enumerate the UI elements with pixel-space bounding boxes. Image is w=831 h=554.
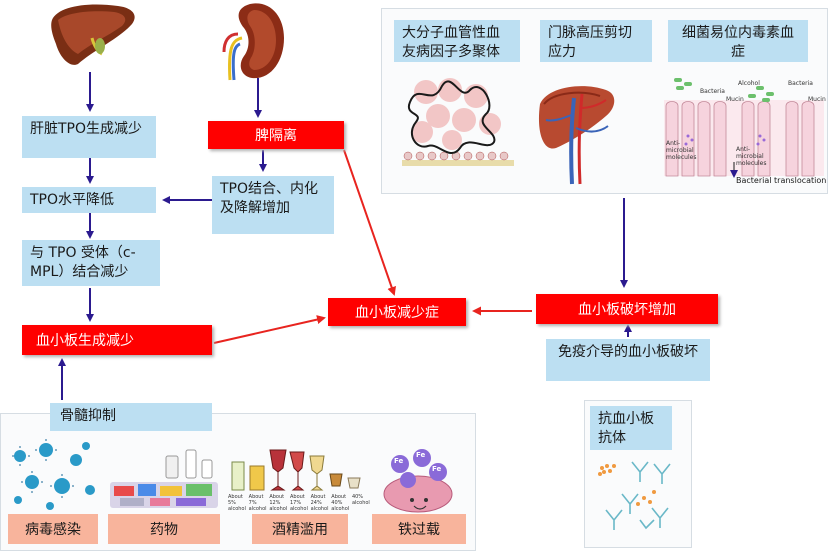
gut-label-mucin-right: Mucin bbox=[808, 96, 826, 103]
iron-label: Fe bbox=[394, 457, 404, 465]
portal-box: 门脉高压剪切应力 bbox=[540, 20, 652, 62]
liver-image bbox=[51, 4, 135, 65]
tpo-binding-box: TPO结合、内化及降解增加 bbox=[212, 176, 334, 234]
liver-tpo-box: 肝脏TPO生成减少 bbox=[22, 116, 156, 158]
immune-destruction-box: 免疫介导的血小板破坏 bbox=[546, 339, 710, 381]
cause-iron: 铁过载 bbox=[372, 514, 466, 544]
alcohol-glass-labels: About 5% alcohol About 7% alcohol About … bbox=[228, 494, 370, 512]
virus-image bbox=[12, 439, 95, 510]
alcohol-glass-label: About 5% alcohol bbox=[228, 494, 246, 512]
gut-label-alcohol: Alcohol bbox=[738, 80, 760, 87]
iron-label: Fe bbox=[416, 451, 426, 459]
arrow-production-to-thrombocytopenia bbox=[213, 315, 326, 344]
tpo-low-box: TPO水平降低 bbox=[22, 187, 156, 213]
alcohol-glass-label: 40% alcohol bbox=[351, 494, 370, 506]
gut-label-bacteria-left: Bacteria bbox=[700, 88, 725, 95]
alcohol-glass-label: About 24% alcohol bbox=[310, 494, 329, 512]
receptor-box: 与 TPO 受体（c-MPL）结合减少 bbox=[22, 240, 160, 286]
arrow-spleen-to-thrombocytopenia bbox=[343, 149, 396, 296]
bacteria-box: 细菌易位内毒素血症 bbox=[668, 20, 808, 62]
vwf-box: 大分子血管性血友病因子多聚体 bbox=[394, 20, 520, 62]
portal-liver-image bbox=[538, 86, 615, 185]
platelet-production-box: 血小板生成减少 bbox=[22, 325, 212, 355]
platelet-destruction-box: 血小板破坏增加 bbox=[536, 294, 718, 324]
gut-label-mucin-left: Mucin bbox=[726, 96, 744, 103]
alcohol-glasses-image bbox=[231, 449, 361, 491]
thrombocytopenia-box: 血小板减少症 bbox=[328, 298, 466, 326]
alcohol-glass-label: About 12% alcohol bbox=[269, 494, 288, 512]
gut-villi-image bbox=[664, 78, 824, 178]
antibody-image bbox=[598, 461, 671, 530]
bone-marrow-box: 骨髓抑制 bbox=[50, 403, 212, 431]
iron-overload-image bbox=[383, 449, 453, 513]
vwf-multimer-image bbox=[402, 78, 514, 166]
gut-label-anti-right: Anti-microbial molecules bbox=[736, 146, 767, 167]
cause-drugs: 药物 bbox=[108, 514, 220, 544]
spleen-sequestration-box: 脾隔离 bbox=[208, 121, 344, 149]
cause-alcohol: 酒精滥用 bbox=[252, 514, 348, 544]
kidney-image bbox=[222, 3, 284, 81]
gut-label-bacteria-right: Bacteria bbox=[788, 80, 813, 87]
drugs-image bbox=[110, 449, 218, 508]
gut-label-translocation: Bacterial translocation bbox=[736, 176, 827, 185]
alcohol-glass-label: About 7% alcohol bbox=[248, 494, 267, 512]
gut-label-anti-left: Anti-microbial molecules bbox=[666, 140, 697, 161]
cause-virus: 病毒感染 bbox=[8, 514, 98, 544]
iron-label: Fe bbox=[432, 465, 442, 473]
alcohol-glass-label: About 17% alcohol bbox=[289, 494, 308, 512]
anti-platelet-box: 抗血小板抗体 bbox=[590, 406, 672, 450]
alcohol-glass-label: About 40% alcohol bbox=[331, 494, 350, 512]
